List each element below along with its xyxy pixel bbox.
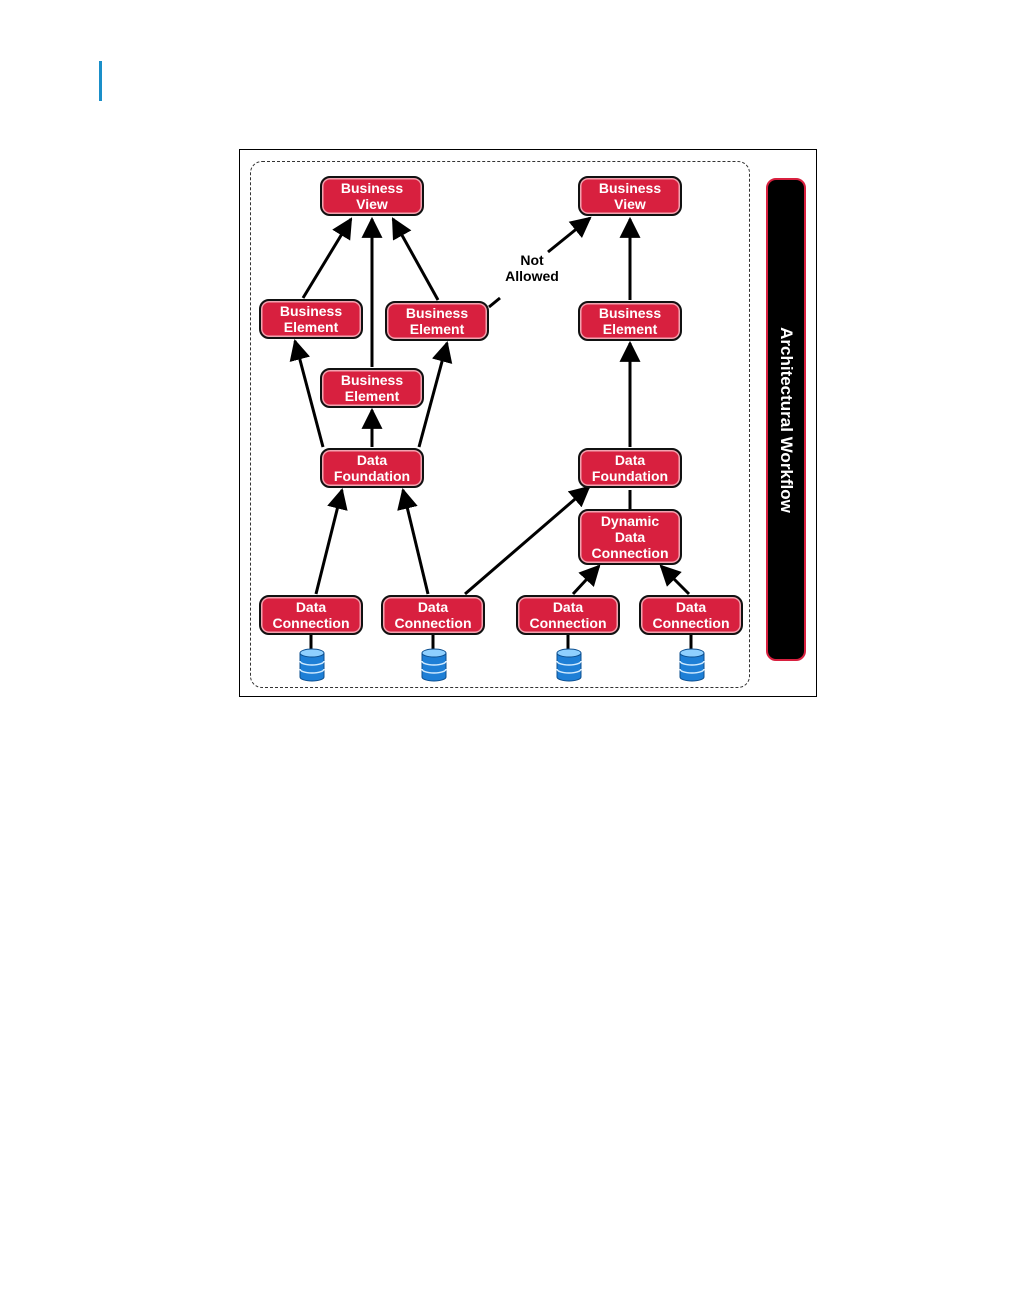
node-label-line: View	[356, 196, 388, 212]
edge-dc4-to-ddc	[661, 566, 689, 594]
node-label-line: Element	[410, 321, 464, 337]
database-icon	[298, 648, 326, 682]
edge-dc2-to-df-right	[465, 487, 589, 594]
node-data-connection-1: Data Connection	[259, 595, 363, 635]
node-label-line: Dynamic	[601, 513, 659, 529]
database-icon	[555, 648, 583, 682]
node-label-line: Business	[599, 305, 661, 321]
node-label-line: Business	[406, 305, 468, 321]
node-label-line: Data	[615, 529, 645, 545]
node-data-foundation-right: Data Foundation	[578, 448, 682, 488]
node-label-line: Connection	[530, 615, 607, 631]
node-label-line: Connection	[395, 615, 472, 631]
node-label-line: Data	[676, 599, 706, 615]
node-label-line: Connection	[273, 615, 350, 631]
database-icon	[678, 648, 706, 682]
node-data-connection-3: Data Connection	[516, 595, 620, 635]
node-label-line: Foundation	[592, 468, 668, 484]
node-label-line: Connection	[653, 615, 730, 631]
node-business-element-right: Business Element	[578, 301, 682, 341]
node-label-line: View	[614, 196, 646, 212]
node-label-line: Data	[615, 452, 645, 468]
architectural-workflow-banner: Architectural Workflow	[766, 178, 806, 661]
node-label-line: Connection	[592, 545, 669, 561]
node-data-foundation-left: Data Foundation	[320, 448, 424, 488]
node-label-line: Element	[345, 388, 399, 404]
annotation-line: Allowed	[496, 268, 568, 284]
node-label-line: Data	[553, 599, 583, 615]
edge-dc2-to-df-left	[403, 490, 428, 594]
node-label-line: Business	[599, 180, 661, 196]
node-label-line: Data	[357, 452, 387, 468]
edge-dc1-to-df-left	[316, 490, 342, 594]
node-business-element-mid: Business Element	[320, 368, 424, 408]
node-label-line: Data	[296, 599, 326, 615]
node-data-connection-4: Data Connection	[639, 595, 743, 635]
edge-be-center-to-bv-left	[393, 219, 438, 300]
node-label-line: Element	[603, 321, 657, 337]
node-label-line: Business	[341, 180, 403, 196]
edge-dc3-to-ddc	[573, 566, 599, 594]
edge-not-allowed-1	[489, 298, 500, 307]
not-allowed-annotation: Not Allowed	[496, 252, 568, 284]
annotation-line: Not	[496, 252, 568, 268]
node-business-view-right: Business View	[578, 176, 682, 216]
node-label-line: Element	[284, 319, 338, 335]
database-icon	[420, 648, 448, 682]
node-business-element-left: Business Element	[259, 299, 363, 339]
banner-title: Architectural Workflow	[776, 327, 796, 513]
edge-df-left-to-be-left	[295, 341, 323, 447]
node-business-view-left: Business View	[320, 176, 424, 216]
edge-not-allowed-2	[548, 218, 590, 252]
node-label-line: Business	[341, 372, 403, 388]
node-dynamic-data-connection: Dynamic Data Connection	[578, 509, 682, 565]
edge-be-left-to-bv-left	[303, 219, 351, 298]
node-label-line: Business	[280, 303, 342, 319]
node-business-element-center: Business Element	[385, 301, 489, 341]
node-label-line: Data	[418, 599, 448, 615]
node-label-line: Foundation	[334, 468, 410, 484]
node-data-connection-2: Data Connection	[381, 595, 485, 635]
